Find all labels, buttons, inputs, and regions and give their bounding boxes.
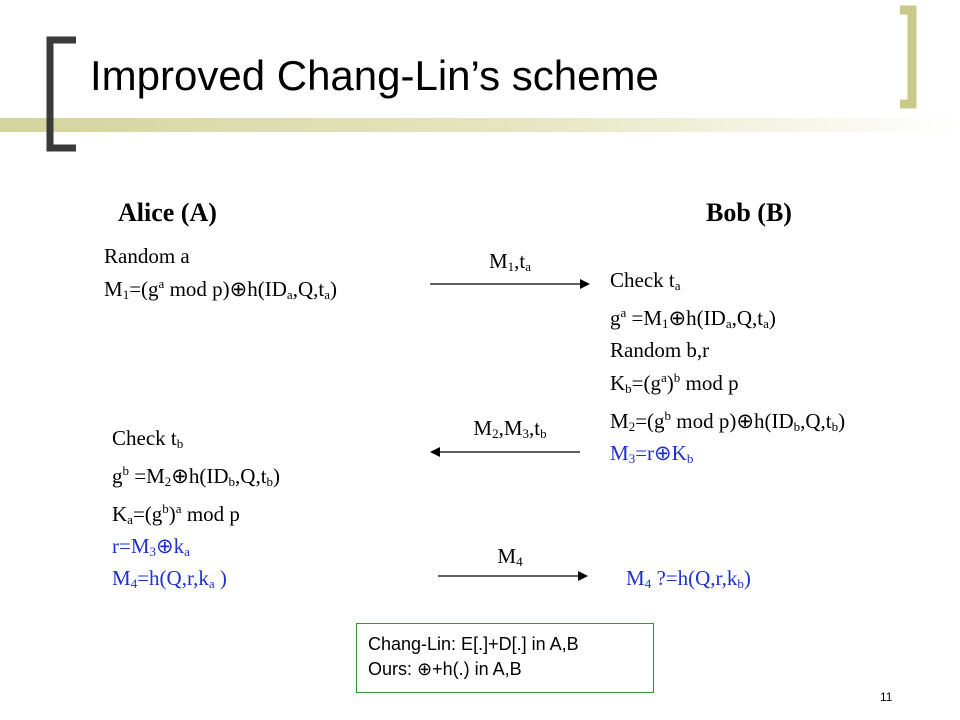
- alice-step1: Random a M1=(ga mod p)⊕h(IDa,Q,ta): [104, 243, 337, 308]
- alice-step2: Check tb gb =M2⊕h(IDb,Q,tb) Ka=(gb)a mod…: [112, 425, 280, 597]
- alice-check-tb: Check tb: [112, 426, 184, 451]
- left-bracket: [46, 36, 76, 152]
- bob-step1: Check ta ga =M1⊕h(IDa,Q,ta) Random b,r K…: [610, 267, 845, 472]
- page-number: 11: [880, 690, 893, 704]
- bob-m3-equation: M3=r⊕Kb: [610, 441, 694, 466]
- xor-icon: ⊕: [229, 277, 248, 301]
- message-3-label: M4: [497, 544, 523, 569]
- xor-icon: ⊕: [171, 464, 189, 488]
- xor-icon: ⊕: [156, 534, 174, 558]
- alice-random-a: Random a: [104, 244, 190, 268]
- right-bracket: [900, 5, 917, 109]
- title-underline-bar: [0, 118, 960, 132]
- alice-header: Alice (A): [118, 198, 217, 227]
- message-3-arrow: [438, 571, 588, 581]
- slide-title: Improved Chang-Lin’s scheme: [90, 52, 659, 99]
- note-line-changlin: Chang-Lin: E[.]+D[.] in A,B: [368, 634, 579, 654]
- xor-icon: ⊕: [654, 441, 672, 465]
- bob-check-ta: Check ta: [610, 268, 681, 293]
- header-decoration: [0, 5, 960, 152]
- message-1-label: M1,ta: [488, 249, 532, 274]
- bob-kb-equation: Kb=(ga)b mod p: [610, 370, 739, 396]
- bob-random-br: Random b,r: [610, 338, 710, 362]
- bob-ga-equation: ga =M1⊕h(IDa,Q,ta): [610, 305, 776, 331]
- comparison-note: Chang-Lin: E[.]+D[.] in A,B Ours: ⊕+h(.)…: [356, 623, 654, 693]
- xor-icon: ⊕: [736, 409, 754, 433]
- message-2-label: M2,M3,tb: [473, 416, 547, 441]
- bob-m4-verify: M4 ?=h(Q,r,kb): [626, 566, 751, 591]
- message-2-arrow: [430, 447, 580, 457]
- message-1-arrow: [430, 279, 590, 289]
- xor-icon: ⊕: [417, 659, 433, 679]
- note-line-ours: Ours: ⊕+h(.) in A,B: [368, 659, 522, 679]
- alice-m4-equation: M4=h(Q,r,ka ): [112, 566, 227, 591]
- alice-m1-equation: M1=(ga mod p)⊕h(IDa,Q,ta): [104, 276, 337, 302]
- alice-ka-equation: Ka=(gb)a mod p: [112, 501, 240, 527]
- xor-icon: ⊕: [668, 306, 687, 330]
- alice-gb-equation: gb =M2⊕h(IDb,Q,tb): [112, 463, 281, 489]
- bob-m2-equation: M2=(gb mod p)⊕h(IDb,Q,tb): [610, 408, 846, 434]
- alice-r-equation: r=M3⊕ka: [112, 534, 190, 559]
- bob-header: Bob (B): [706, 198, 792, 227]
